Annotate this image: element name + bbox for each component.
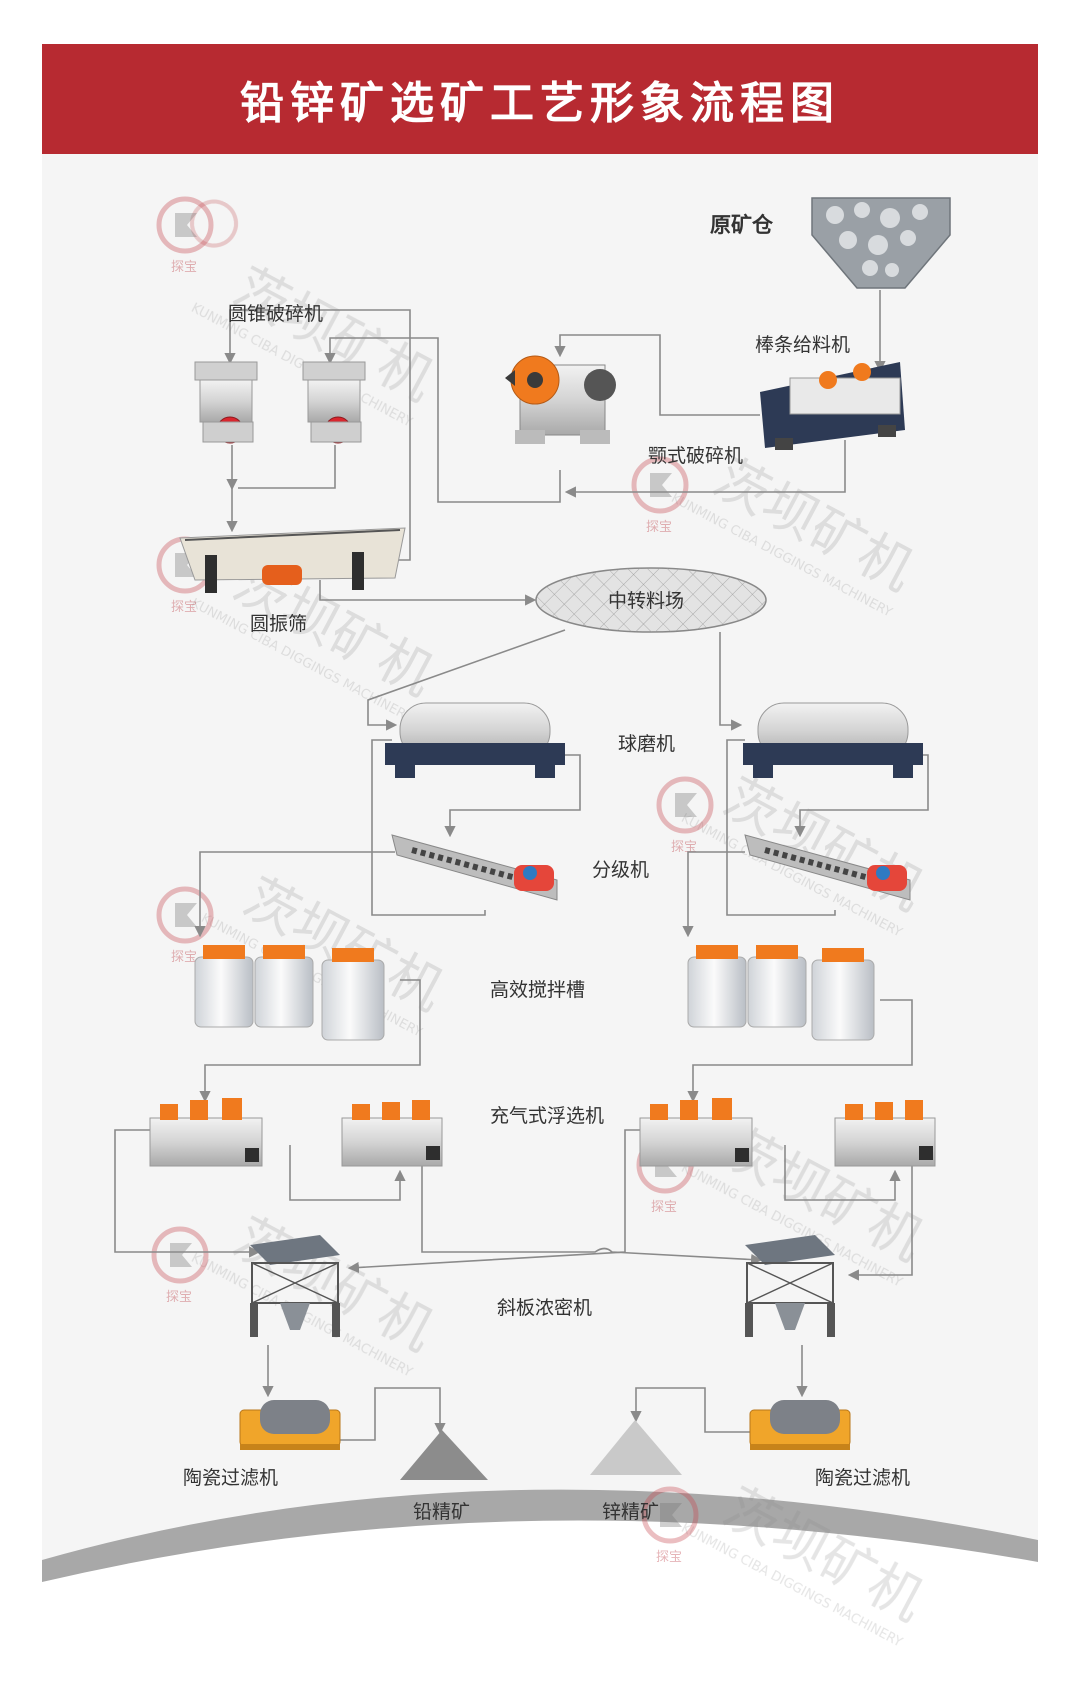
watermark-7: 茨坝矿机 KUNMING CIBA DIGGINGS MACHINERY [188,1206,444,1381]
label-thickener: 斜板浓密机 [497,1297,592,1319]
label-flotation-machine: 充气式浮选机 [490,1105,604,1127]
logo-marks: 探宝 探宝 探宝 探宝 探宝 探宝 探宝 探宝 [151,196,714,1565]
lead-concentrate-pile [400,1430,488,1480]
flotation-cell-icon [149,1098,936,1167]
ore-bin-icon [811,197,951,289]
label-transfer-yard: 中转料场 [608,590,684,612]
watermark-4: 茨坝矿机 KUNMING CIBA DIGGINGS MACHINERY [678,766,934,941]
logo-mark-2: 探宝 [631,456,689,535]
label-raw-ore-bin: 原矿仓 [710,213,774,237]
logo-text-6: 探宝 [651,1200,677,1215]
bottom-swoosh [42,1489,1038,1654]
vibrating-screen-icon [179,527,406,593]
concentrate-pile-icon [400,1420,682,1480]
ball-mill-icon [385,702,923,778]
flow-lines [114,290,929,1441]
zinc-concentrate-pile [590,1420,682,1475]
logo-text-3: 探宝 [171,600,197,615]
label-ceramic-filter-left: 陶瓷过滤机 [183,1467,278,1489]
page-title: 铅锌矿选矿工艺形象流程图 [240,78,840,129]
thickener-icon [250,1235,835,1337]
logo-text-5: 探宝 [171,950,197,965]
label-classifier: 分级机 [592,859,649,881]
transfer-yard [535,567,767,633]
label-bar-feeder: 棒条给料机 [755,334,850,356]
logo-mark-4: 探宝 [656,776,714,855]
label-cone-crusher: 圆锥破碎机 [228,303,323,325]
label-agitation-tank: 高效搅拌槽 [490,979,585,1001]
logo-mark-8: 探宝 [641,1486,699,1565]
label-ceramic-filter-right: 陶瓷过滤机 [815,1467,910,1489]
logo-mark-5: 探宝 [156,886,214,965]
jaw-crusher-icon [505,355,616,444]
label-lead-concentrate: 铅精矿 [413,1501,470,1523]
logo-text-2: 探宝 [646,520,672,535]
label-zinc-concentrate: 锌精矿 [602,1501,659,1523]
agitation-tank-icon [194,945,875,1041]
cone-crusher-icon [194,361,366,444]
title-banner: 铅锌矿选矿工艺形象流程图 [42,44,1038,154]
diagram-panel [42,44,1038,1654]
spiral-classifier-icon [391,834,911,901]
logo-mark-7: 探宝 [151,1226,209,1305]
logo-text-7: 探宝 [166,1290,192,1305]
logo-mark-1: 探宝 [156,196,214,275]
label-vibrating-screen: 圆振筛 [250,613,307,635]
logo-text-1: 探宝 [171,260,197,275]
label-jaw-crusher: 颚式破碎机 [648,445,743,467]
label-ball-mill: 球磨机 [618,733,675,755]
bar-feeder-icon [760,362,905,450]
ceramic-filter-icon [239,1400,851,1450]
stage-labels: 原矿仓 棒条给料机 颚式破碎机 圆锥破碎机 圆振筛 中转料场 球磨机 分级机 高… [183,213,910,1523]
logo-text-8: 探宝 [656,1550,682,1565]
